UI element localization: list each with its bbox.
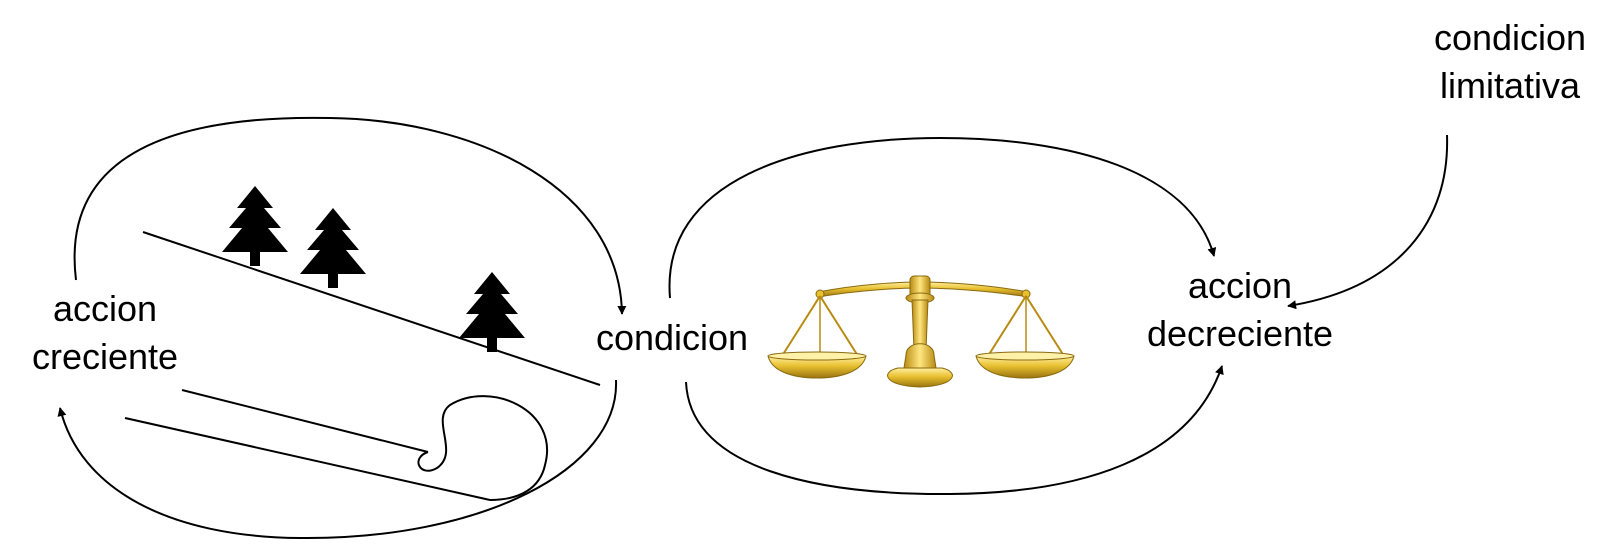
tree-icon [300,208,366,288]
label-accion-creciente-line-1: accion [52,288,158,329]
label-condicion-line-1: condicion [595,317,749,358]
slope-line [142,231,601,386]
arrow-accion-creciente-to-condicion [73,116,627,315]
arrow-condicion-to-accion-decreciente-top [668,136,1217,299]
label-condicion: condicion [572,314,772,362]
label-condicion-limitativa: condicion limitativa [1405,14,1614,110]
label-accion-creciente: accion creciente [0,285,210,381]
slide-chute-icon [124,389,548,501]
label-accion-decreciente-line-2: decreciente [1146,313,1334,354]
label-accion-decreciente-line-1: accion [1187,265,1293,306]
arrow-condicion-to-accion-decreciente-bottom [685,365,1224,496]
tree-icon [222,186,288,266]
label-accion-decreciente: accion decreciente [1120,262,1360,358]
label-condicion-limitativa-line-1: condicion [1433,17,1587,58]
tree-icon [459,272,525,352]
balance-scale-icon [767,275,1075,388]
label-condicion-limitativa-line-2: limitativa [1439,65,1581,106]
label-accion-creciente-line-2: creciente [31,336,179,377]
arrow-condicion-to-accion-creciente [57,379,618,540]
arrow-condicion-limitativa-to-accion-decreciente [1287,134,1449,310]
